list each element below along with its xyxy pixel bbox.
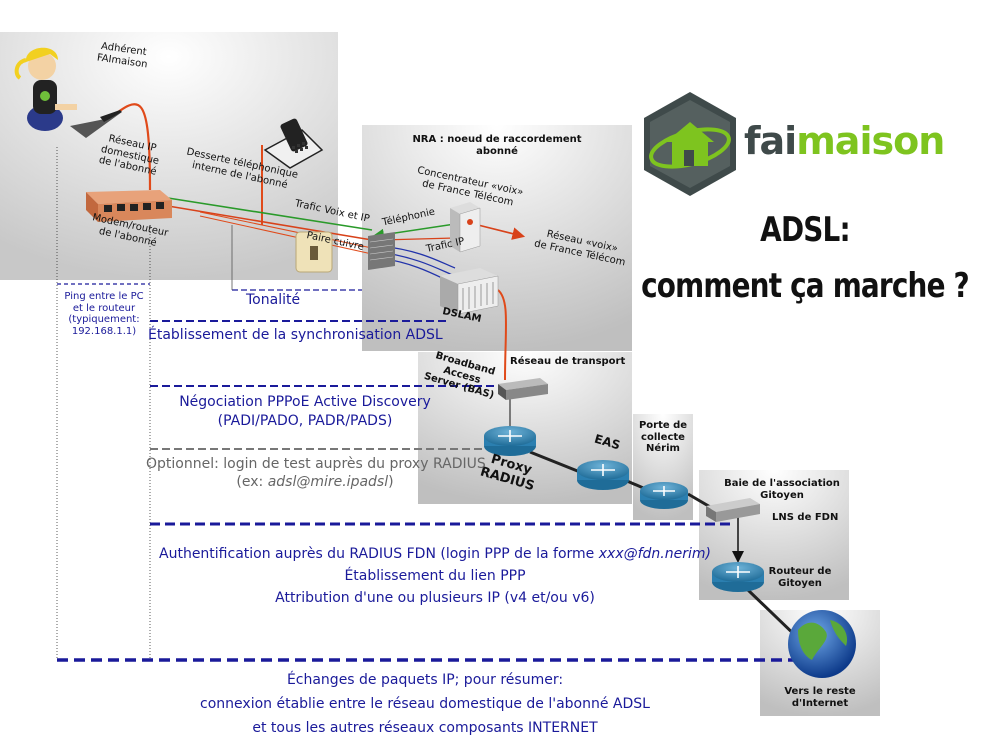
- logo-text-fai: fai: [744, 119, 797, 163]
- eas-router: [577, 460, 629, 490]
- bas-server: [498, 378, 548, 400]
- label-nra-title: NRA : noeud de raccordement abonné: [412, 134, 582, 157]
- label-routeur-gitoyen: Routeur de Gitoyen: [768, 566, 832, 589]
- step-auth-em: xxx@fdn.nerim): [598, 546, 711, 562]
- step-sync: Établissement de la synchronisation ADSL: [148, 327, 443, 343]
- wall-socket: [295, 231, 333, 273]
- telephone-icon: [263, 118, 324, 169]
- voice-ip-green: [167, 197, 373, 231]
- gitoyen-router: [712, 562, 764, 592]
- modem-router: [86, 190, 172, 222]
- nra-zone: [362, 125, 632, 351]
- pair-2: [199, 215, 373, 255]
- nerim-router: [640, 482, 688, 509]
- voice-ip-red: [167, 205, 373, 241]
- patch-panel: [368, 232, 395, 270]
- label-internet: Vers le reste d'Internet: [784, 686, 856, 709]
- label-tonalite: Tonalité: [246, 292, 301, 308]
- step-final-3: et tous les autres réseaux composants IN…: [252, 720, 598, 736]
- step-ip: Attribution d'une ou plusieurs IP (v4 et…: [275, 590, 595, 606]
- step-optional-2: (ex: adsl@mire.ipadsl): [170, 474, 460, 490]
- pair-1: [199, 211, 373, 249]
- label-reseau-transport: Réseau de transport: [510, 356, 626, 367]
- voice-concentrator: [450, 202, 481, 253]
- laptop: [70, 110, 122, 138]
- step-pppoe-2: (PADI/PADO, PADR/PADS): [217, 413, 393, 429]
- step-optional-1: Optionnel: login de test auprès du proxy…: [146, 456, 486, 472]
- label-lns: LNS de FDN: [772, 512, 839, 523]
- step-pppoe-1: Négociation PPPoE Active Discovery: [179, 394, 431, 410]
- title-line-2: comment ça marche ?: [641, 266, 970, 306]
- proxy-to-eas: [529, 450, 586, 476]
- voix-arrow: [477, 224, 526, 240]
- label-baie-gitoyen: Baie de l'association Gitoyen: [724, 478, 840, 501]
- proxy-radius-router: [484, 426, 536, 456]
- faimaison-logo-icon: [644, 92, 736, 196]
- step-auth-pre: Authentification auprès du RADIUS FDN (l…: [159, 546, 599, 562]
- step-final-2: connexion établie entre le réseau domest…: [200, 696, 650, 712]
- lns-server: [706, 498, 760, 522]
- label-nerim: Porte de collecte Nérim: [638, 420, 688, 454]
- step-optional-2-pre: (ex:: [236, 474, 268, 490]
- title-line-1: ADSL:: [760, 210, 850, 250]
- step-optional-2-em: adsl@mire.ipadsl: [267, 474, 389, 490]
- step-final-1: Échanges de paquets IP; pour résumer:: [286, 672, 564, 688]
- step-auth: Authentification auprès du RADIUS FDN (l…: [150, 546, 720, 562]
- dslam: [440, 268, 499, 315]
- label-ping: Ping entre le PC et le routeur (typiquem…: [64, 291, 144, 337]
- logo-wordmark: faimaison: [744, 119, 945, 163]
- earth-globe-icon: [788, 610, 856, 678]
- logo-text-maison: maison: [796, 119, 945, 163]
- dslam-to-bas: [497, 289, 507, 381]
- user-figure: [14, 47, 77, 131]
- step-optional-2-post: ): [388, 474, 394, 490]
- step-ppp: Établissement du lien PPP: [344, 568, 526, 584]
